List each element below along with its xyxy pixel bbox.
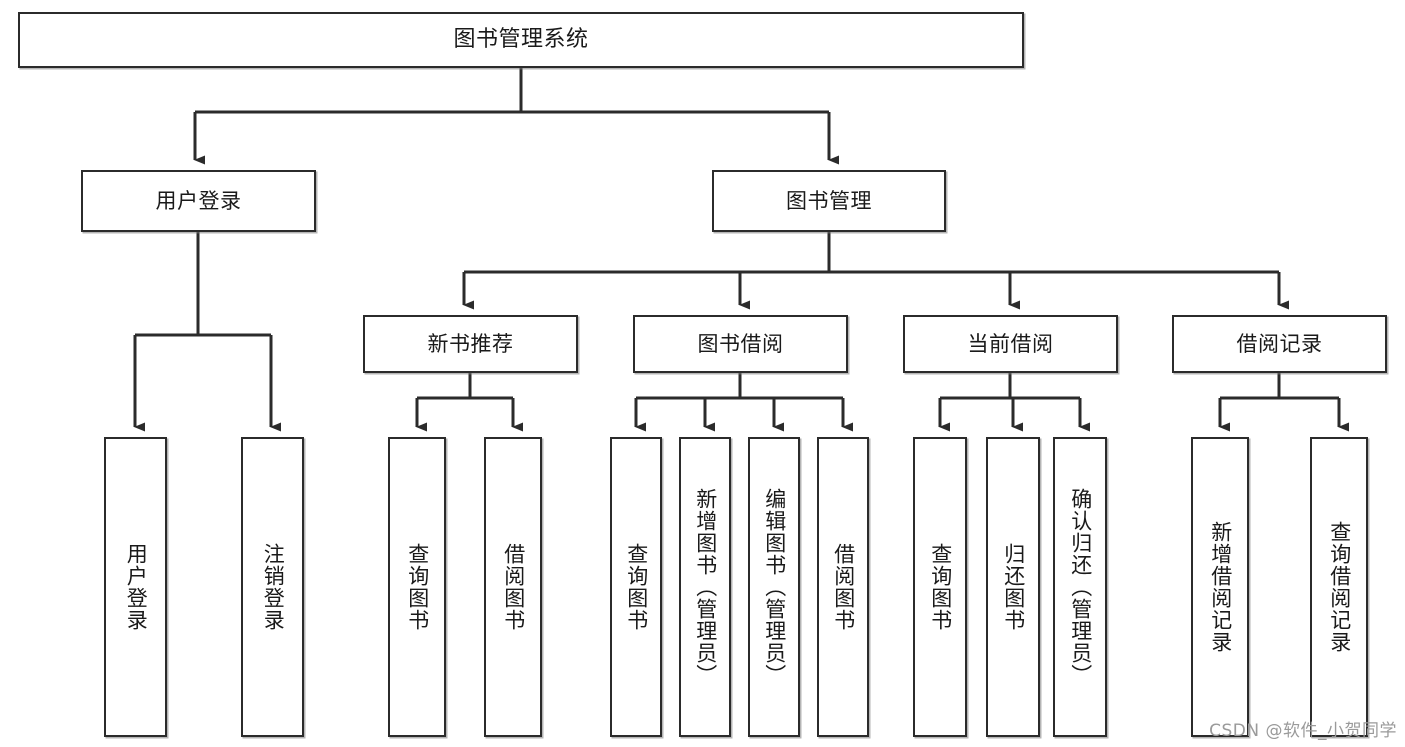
node-leaf-user-login-label: 用户登录 xyxy=(124,543,149,631)
node-book-manage-label: 图书管理 xyxy=(786,188,872,213)
node-leaf-user-login[interactable]: 用户登录 xyxy=(104,437,167,737)
node-book-borrow[interactable]: 图书借阅 xyxy=(633,315,848,373)
node-root[interactable]: 图书管理系统 xyxy=(18,12,1024,68)
node-leaf-confirm-return-label: 确认归还（管理员） xyxy=(1068,488,1093,686)
node-leaf-query-book-1[interactable]: 查询图书 xyxy=(388,437,446,737)
node-current-borrow[interactable]: 当前借阅 xyxy=(903,315,1118,373)
node-new-book-recommend-label: 新书推荐 xyxy=(427,331,514,356)
node-root-label: 图书管理系统 xyxy=(453,27,589,53)
node-user-login[interactable]: 用户登录 xyxy=(81,170,316,232)
node-leaf-borrow-book-2-label: 借阅图书 xyxy=(831,543,856,631)
node-leaf-add-book[interactable]: 新增图书（管理员） xyxy=(679,437,731,737)
node-leaf-return-book-label: 归还图书 xyxy=(1001,543,1026,631)
node-borrow-record-label: 借阅记录 xyxy=(1236,331,1323,356)
node-leaf-query-book-2-label: 查询图书 xyxy=(624,543,649,631)
node-leaf-query-book-3-label: 查询图书 xyxy=(928,543,953,631)
node-leaf-return-book[interactable]: 归还图书 xyxy=(986,437,1040,737)
watermark-text: CSDN @软件_小贺同学 xyxy=(1209,721,1397,741)
node-borrow-record[interactable]: 借阅记录 xyxy=(1172,315,1387,373)
node-leaf-edit-book-label: 编辑图书（管理员） xyxy=(762,488,787,686)
node-leaf-user-logout[interactable]: 注销登录 xyxy=(241,437,304,737)
node-leaf-add-book-label: 新增图书（管理员） xyxy=(693,488,718,686)
node-leaf-query-book-3[interactable]: 查询图书 xyxy=(913,437,967,737)
node-leaf-borrow-book-1[interactable]: 借阅图书 xyxy=(484,437,542,737)
node-book-manage[interactable]: 图书管理 xyxy=(712,170,946,232)
node-current-borrow-label: 当前借阅 xyxy=(967,331,1054,356)
node-leaf-borrow-book-2[interactable]: 借阅图书 xyxy=(817,437,869,737)
node-leaf-edit-book[interactable]: 编辑图书（管理员） xyxy=(748,437,800,737)
node-leaf-borrow-book-1-label: 借阅图书 xyxy=(501,543,526,631)
node-leaf-query-book-2[interactable]: 查询图书 xyxy=(610,437,662,737)
node-user-login-label: 用户登录 xyxy=(155,188,242,213)
node-leaf-add-record-label: 新增借阅记录 xyxy=(1208,521,1233,653)
node-leaf-confirm-return[interactable]: 确认归还（管理员） xyxy=(1053,437,1107,737)
node-leaf-user-logout-label: 注销登录 xyxy=(261,543,286,631)
node-leaf-query-record[interactable]: 查询借阅记录 xyxy=(1310,437,1368,737)
node-new-book-recommend[interactable]: 新书推荐 xyxy=(363,315,578,373)
node-book-borrow-label: 图书借阅 xyxy=(697,331,784,356)
node-leaf-query-book-1-label: 查询图书 xyxy=(405,543,430,631)
node-leaf-query-record-label: 查询借阅记录 xyxy=(1327,521,1352,653)
node-leaf-add-record[interactable]: 新增借阅记录 xyxy=(1191,437,1249,737)
